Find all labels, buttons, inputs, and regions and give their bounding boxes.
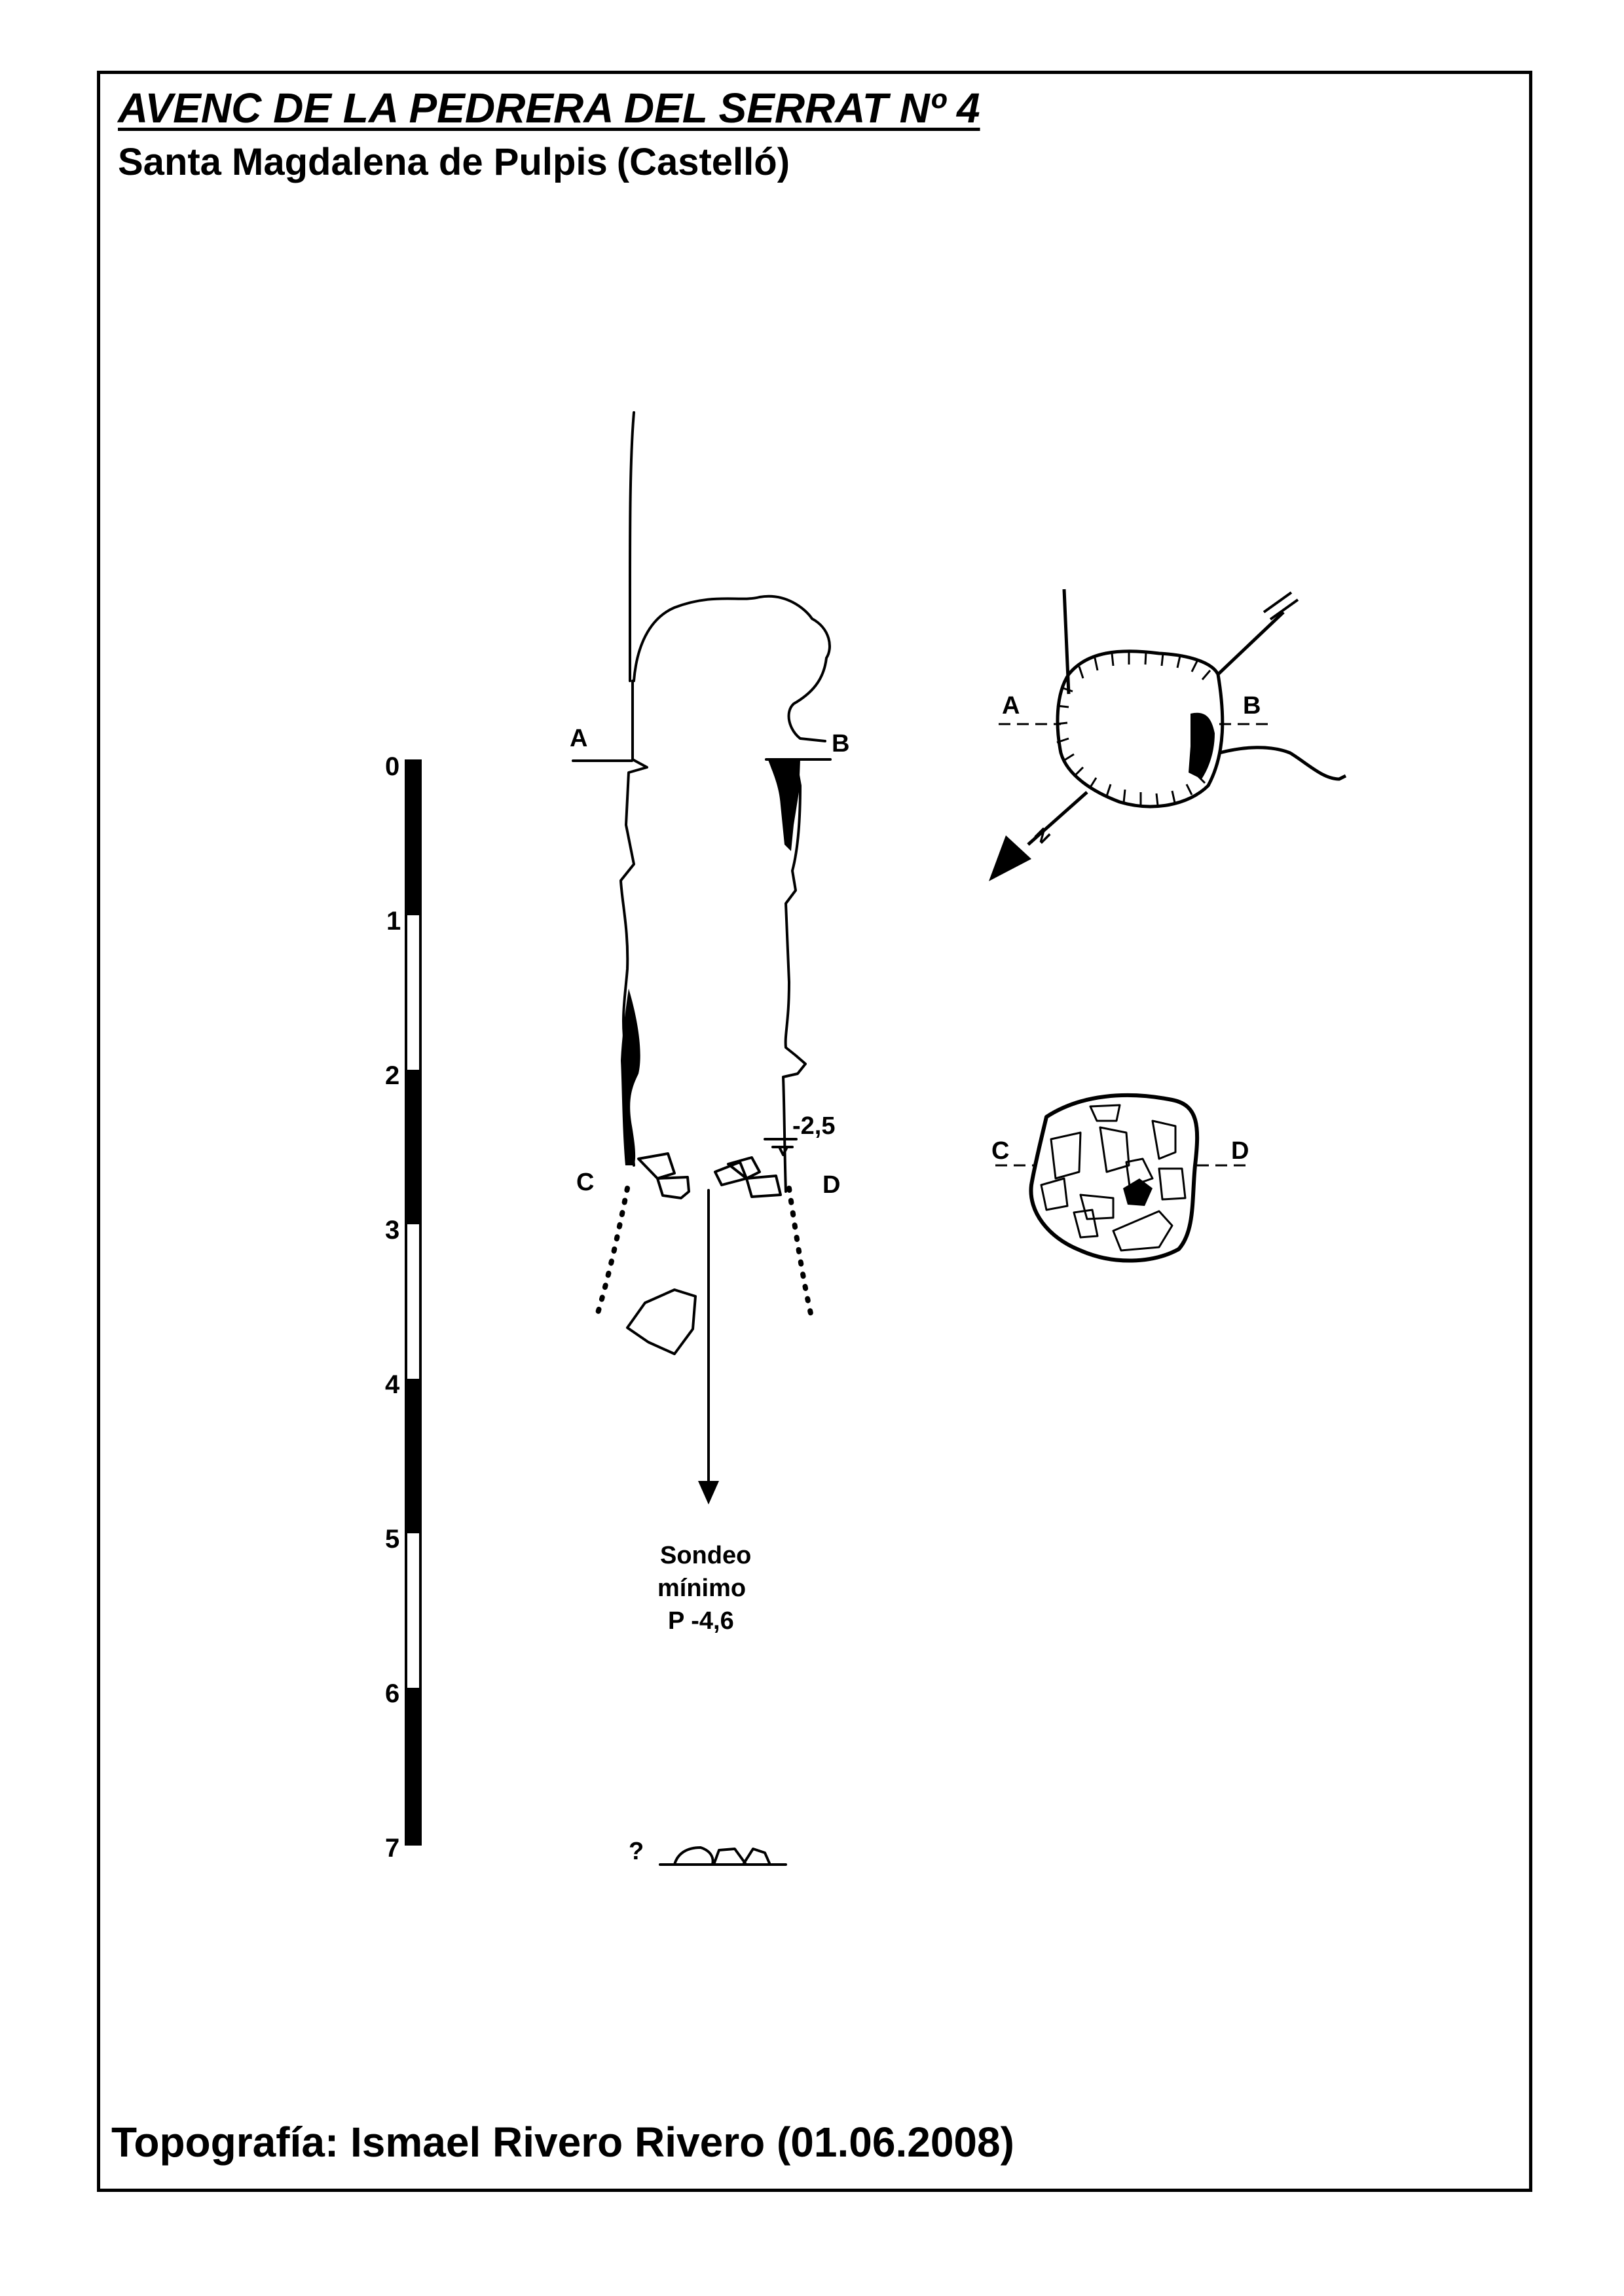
label-d-profile: D [822,1171,840,1199]
plan-hachures [1055,651,1211,806]
scale-tick-6: 6 [385,1679,399,1708]
label-b-plan: B [1243,692,1261,720]
cd-blocks [1040,1104,1187,1252]
scale-seg-4-5 [406,1379,420,1533]
label-c-cross: C [991,1137,1009,1165]
unknown-mark: ? [629,1838,644,1865]
scale-tick-3: 3 [385,1216,399,1245]
scale-tick-0: 0 [385,752,399,781]
profile-dotted-right [786,1186,815,1322]
scale-tick-1: 1 [386,907,401,936]
fallen-block [626,1288,697,1355]
scale-tick-4: 4 [385,1370,400,1399]
scale-seg-0-1 [406,761,420,915]
plan-outline [1056,649,1225,809]
cross-section-cd [995,1093,1251,1263]
scale-seg-6-7 [406,1688,420,1844]
block-left-2 [656,1176,690,1199]
page-subtitle: Santa Magdalena de Pulpis(Castelló) [118,140,790,184]
cd-dark-block [1123,1178,1153,1206]
location-name: Santa Magdalena de Pulpis [118,141,608,183]
depth-mark-tick [778,1146,788,1156]
scale-seg-2-3 [406,1070,420,1224]
page-title: AVENC DE LA PEDRERA DEL SERRAT Nº 4 [118,84,980,132]
profile-ceiling [633,594,831,742]
plan-ne-marks [1263,591,1299,621]
scale-tick-5: 5 [385,1525,399,1554]
scale-tick-7: 7 [385,1834,399,1863]
cd-outline [1029,1093,1200,1263]
north-arrow-shaft [1027,791,1088,846]
north-glyph: N [1031,824,1054,847]
label-b-profile: B [832,730,849,757]
sounding-line-2: mínimo [657,1575,746,1602]
concretion-left [621,989,640,1165]
profile-surface-line [629,411,635,682]
label-a-profile: A [570,725,587,752]
concretion-right [767,758,800,851]
block-right-3 [745,1175,782,1198]
bottom-block-3 [743,1848,771,1865]
scale-bar: 0 1 2 3 4 5 6 7 [385,752,422,1863]
label-d-cross: D [1231,1137,1249,1165]
north-arrow-icon: N [989,824,1054,881]
survey-credit: Topografía: Ismael Rivero Rivero (01.06.… [111,2119,1014,2166]
sounding-line-1: Sondeo [660,1542,751,1569]
label-a-plan: A [1002,692,1020,720]
profile-dotted-left [593,1186,630,1322]
sounding-line-3: P -4,6 [668,1607,734,1635]
bottom-block-1 [673,1846,714,1866]
profile-right-wall [782,759,807,1193]
block-left-1 [637,1152,676,1180]
plan-concretion [1189,712,1215,779]
block-right-1 [727,1156,761,1180]
north-arrow-head [989,835,1031,881]
cave-profile [572,411,832,1866]
province-name: (Castelló) [616,141,790,183]
plan-ne-line [1217,611,1285,676]
scale-tick-2: 2 [385,1061,399,1090]
drawing-frame [97,71,1532,2192]
scale-bar-outline [405,759,422,1846]
profile-fills [621,758,800,1165]
profile-left-wall [619,680,648,1167]
plan-east-passage [1219,746,1347,781]
depth-label: -2,5 [792,1112,835,1140]
label-c-profile: C [576,1169,594,1196]
cave-plan [999,589,1347,846]
sounding-arrowhead [698,1481,719,1504]
bottom-block-2 [712,1848,747,1866]
